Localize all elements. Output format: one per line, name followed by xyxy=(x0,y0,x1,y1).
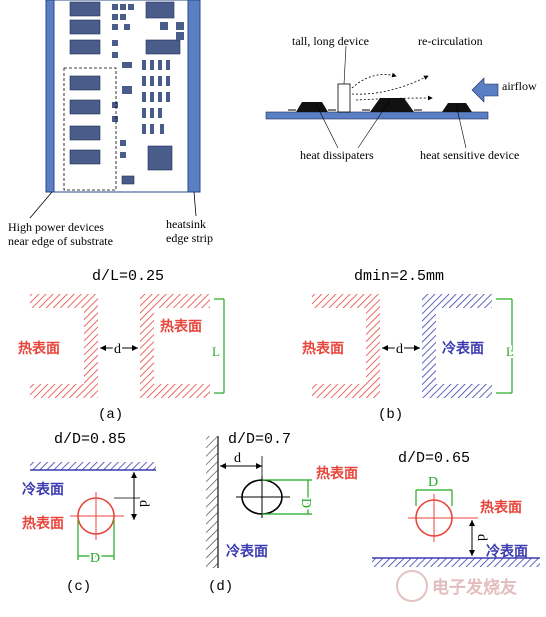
panel-b-dimension xyxy=(496,298,513,394)
panel-c-gap-arrow xyxy=(114,472,140,520)
panel-e-hot-label: 热表面 xyxy=(480,499,522,516)
panel-b-right-face: 冷表面 xyxy=(442,340,484,357)
panel-d-diameter xyxy=(262,479,312,515)
panel-a-dimension xyxy=(214,298,225,394)
watermark: 电子发烧友 xyxy=(392,566,542,606)
panel-a-gap-label: d xyxy=(114,342,121,357)
watermark-text: 电子发烧友 xyxy=(432,577,517,598)
panel-a-gap-arrow xyxy=(100,345,138,351)
panel-d-dia-label: D xyxy=(298,498,313,508)
panel-c-diameter xyxy=(77,520,115,560)
panel-b-gap-label: d xyxy=(396,342,403,357)
label-heatsink-1: heatsink xyxy=(166,217,206,231)
panel-c-hot-label: 热表面 xyxy=(22,515,64,532)
panel-b-gap-arrow xyxy=(382,345,420,351)
label-tall-device: tall, long device xyxy=(292,34,369,48)
airflow-diagram xyxy=(265,45,499,149)
panel-a-caption: (a) xyxy=(98,407,123,423)
panel-c-circle xyxy=(70,492,124,540)
panel-d-gap-label: d xyxy=(234,451,241,466)
panel-c-gap-label: d xyxy=(136,500,151,507)
label-heat-sensitive: heat sensitive device xyxy=(420,148,519,162)
panel-c-cold-surface xyxy=(30,462,156,471)
panel-b-caption: (b) xyxy=(378,407,403,423)
panel-c-cold-label: 冷表面 xyxy=(22,481,64,498)
label-high-power-2: near edge of substrate xyxy=(8,234,113,248)
panel-d-hot-label: 热表面 xyxy=(316,465,358,482)
watermark-logo-icon xyxy=(396,570,428,602)
panel-c-dia-label: D xyxy=(90,551,100,566)
panel-a-right-face: 热表面 xyxy=(160,318,202,335)
panel-c-caption: (c) xyxy=(66,579,91,595)
panel-b-dim-label: L xyxy=(506,344,514,359)
panel-e-circle xyxy=(408,494,478,542)
panel-b-right-surface xyxy=(422,294,492,398)
panel-e-dia-label: D xyxy=(428,475,438,490)
panel-a-ratio: d/L=0.25 xyxy=(92,268,164,285)
label-recirculation: re-circulation xyxy=(418,34,483,48)
panel-e-gap-label: d xyxy=(474,534,489,541)
panel-d-circle xyxy=(236,476,290,518)
pcb-board xyxy=(29,0,201,219)
panel-a-dim-label: L xyxy=(212,344,220,359)
panel-d-caption: (d) xyxy=(208,579,233,595)
panel-d-wall xyxy=(206,436,219,568)
panel-a-left-surface xyxy=(30,294,98,398)
panel-a-left-face: 热表面 xyxy=(18,340,60,357)
panel-e-ratio: d/D=0.65 xyxy=(398,450,470,467)
panel-b-left-face: 热表面 xyxy=(302,340,344,357)
panel-b-ratio: dmin=2.5mm xyxy=(354,268,444,285)
label-high-power-1: High power devices xyxy=(8,220,104,234)
panel-c-ratio: d/D=0.85 xyxy=(54,431,126,448)
label-airflow: airflow xyxy=(502,79,537,93)
label-heatsink-2: edge strip xyxy=(166,231,213,245)
panel-b-left-surface xyxy=(312,294,380,398)
panel-d-ratio: d/D=0.7 xyxy=(228,431,291,448)
panel-e-diameter xyxy=(415,489,453,506)
panel-e-gap-arrow xyxy=(469,520,475,556)
panel-a-right-surface xyxy=(140,294,210,398)
label-heat-dissipaters: heat dissipaters xyxy=(300,148,374,162)
panel-d-cold-label: 冷表面 xyxy=(226,543,268,560)
panel-e-floor xyxy=(372,557,540,567)
panel-e-cold-label: 冷表面 xyxy=(486,543,528,560)
